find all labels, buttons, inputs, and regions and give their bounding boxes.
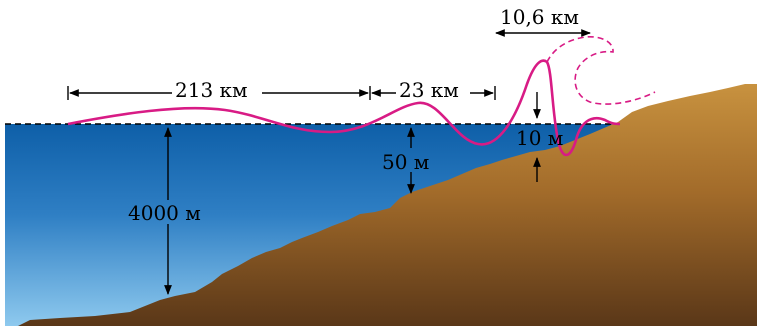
shelf-depth-label: 50 м <box>382 150 430 174</box>
ocean-depth-label: 4000 м <box>128 201 201 225</box>
wavelength-213-arrow <box>67 86 371 100</box>
tsunami-wave-line <box>67 59 621 157</box>
crest-length-label: 10,6 км <box>500 5 579 29</box>
wavelength-213-label: 213 км <box>172 80 251 100</box>
breaking-crest-dashed <box>546 36 656 105</box>
wavelength-23-arrow <box>371 86 496 100</box>
wavelength-23-label: 23 км <box>396 80 462 100</box>
wave-height-label: 10 м <box>516 126 564 150</box>
sea-floor <box>18 84 757 326</box>
